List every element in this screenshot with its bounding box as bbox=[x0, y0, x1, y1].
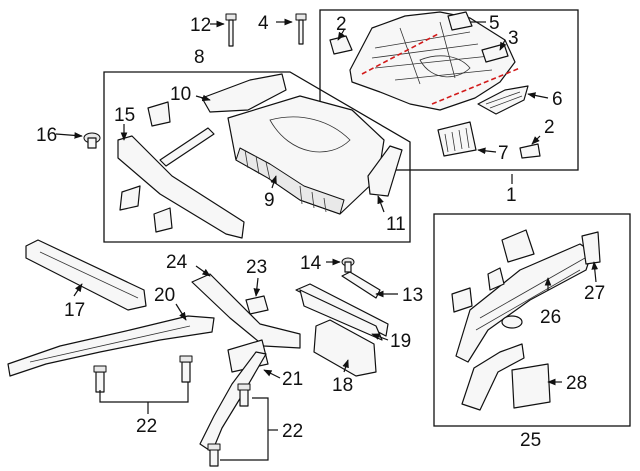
group-box-25 bbox=[433, 213, 631, 427]
callout-11: 11 bbox=[386, 214, 406, 235]
leader-lines bbox=[55, 18, 599, 461]
callout-4: 4 bbox=[258, 13, 269, 34]
bracket-2-top[interactable] bbox=[329, 35, 353, 55]
callout-21: 21 bbox=[282, 369, 303, 390]
callout-15: 15 bbox=[114, 105, 135, 126]
bracket-7[interactable] bbox=[437, 121, 477, 157]
rail-15[interactable] bbox=[117, 135, 245, 239]
rail-17[interactable] bbox=[25, 239, 147, 311]
brace-small[interactable] bbox=[119, 101, 215, 233]
bolt-icon bbox=[295, 13, 307, 45]
reinforcement-11[interactable] bbox=[367, 145, 403, 197]
callout-2-bottom: 2 bbox=[544, 117, 555, 138]
grommet bbox=[501, 315, 523, 329]
bracket-27[interactable] bbox=[581, 231, 601, 265]
plate-28[interactable] bbox=[511, 363, 551, 409]
rear-floor-assembly-9[interactable] bbox=[227, 95, 385, 215]
bracket-18[interactable] bbox=[313, 319, 377, 377]
callout-2-top: 2 bbox=[336, 14, 347, 35]
callout-7: 7 bbox=[498, 143, 509, 164]
bolt-icon bbox=[207, 443, 221, 467]
rail-20[interactable] bbox=[7, 315, 215, 377]
callout-22-left: 22 bbox=[136, 416, 157, 437]
rivet-icon bbox=[83, 132, 101, 149]
crossmember-10[interactable] bbox=[201, 73, 287, 113]
callout-24: 24 bbox=[166, 252, 188, 273]
callout-1: 1 bbox=[506, 185, 517, 206]
callout-26: 26 bbox=[540, 307, 561, 328]
callout-23: 23 bbox=[246, 257, 267, 278]
callout-10: 10 bbox=[170, 84, 191, 105]
callout-22-right: 22 bbox=[282, 421, 303, 442]
bolt-icon bbox=[93, 365, 107, 393]
callout-14: 14 bbox=[300, 253, 322, 274]
callout-5: 5 bbox=[489, 13, 500, 34]
bracket-2-bottom[interactable] bbox=[519, 143, 541, 159]
callout-18: 18 bbox=[332, 375, 353, 396]
callout-3: 3 bbox=[508, 28, 519, 49]
panel-6[interactable] bbox=[477, 85, 529, 115]
side-rail-26[interactable] bbox=[455, 243, 593, 363]
rivet-icon bbox=[341, 257, 355, 273]
callout-6: 6 bbox=[552, 89, 563, 110]
bracket-5[interactable] bbox=[447, 11, 473, 31]
rail-24[interactable] bbox=[191, 273, 301, 349]
callout-20: 20 bbox=[154, 285, 175, 306]
callout-17: 17 bbox=[64, 300, 85, 321]
callout-25: 25 bbox=[520, 430, 541, 451]
callout-27: 27 bbox=[584, 283, 605, 304]
callout-13: 13 bbox=[402, 285, 423, 306]
bracket-top-25[interactable] bbox=[451, 229, 535, 313]
extension-25[interactable] bbox=[461, 343, 525, 411]
bolt-icon bbox=[179, 355, 193, 383]
callout-9: 9 bbox=[264, 190, 275, 211]
callout-8: 8 bbox=[194, 47, 205, 68]
callout-16: 16 bbox=[36, 125, 57, 146]
callout-12: 12 bbox=[190, 15, 211, 36]
callout-19: 19 bbox=[390, 331, 411, 352]
callout-28: 28 bbox=[566, 373, 587, 394]
bracket-23[interactable] bbox=[245, 295, 269, 315]
bolt-icon bbox=[237, 383, 251, 407]
bolt-icon bbox=[225, 13, 237, 47]
bracket-19[interactable] bbox=[299, 289, 383, 341]
group-box-8 bbox=[103, 71, 411, 243]
rear-floor-pan[interactable] bbox=[349, 11, 521, 111]
